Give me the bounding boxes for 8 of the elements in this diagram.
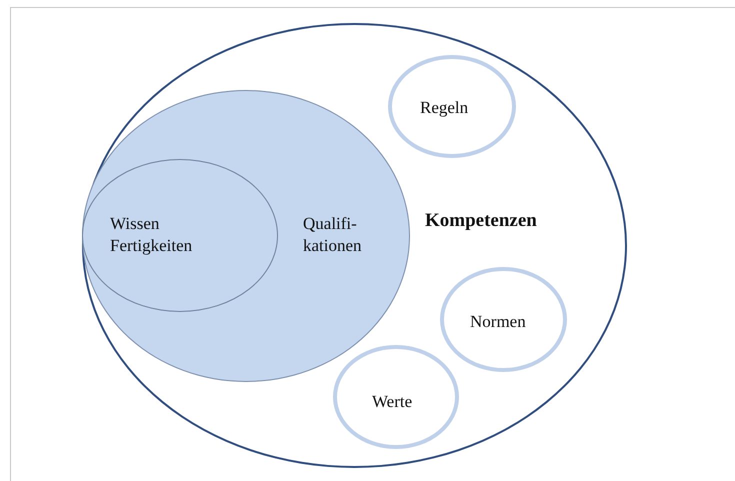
inner-ellipse xyxy=(82,159,278,312)
node-label: Wissen Fertigkeiten xyxy=(110,213,194,257)
node-label: Qualifi- kationen xyxy=(303,213,363,257)
node-label: Normen xyxy=(470,311,527,333)
node-label: Kompetenzen xyxy=(425,210,538,232)
node-label: Regeln xyxy=(420,97,470,119)
node-label: Werte xyxy=(372,391,414,413)
outer-ellipse xyxy=(82,23,627,468)
